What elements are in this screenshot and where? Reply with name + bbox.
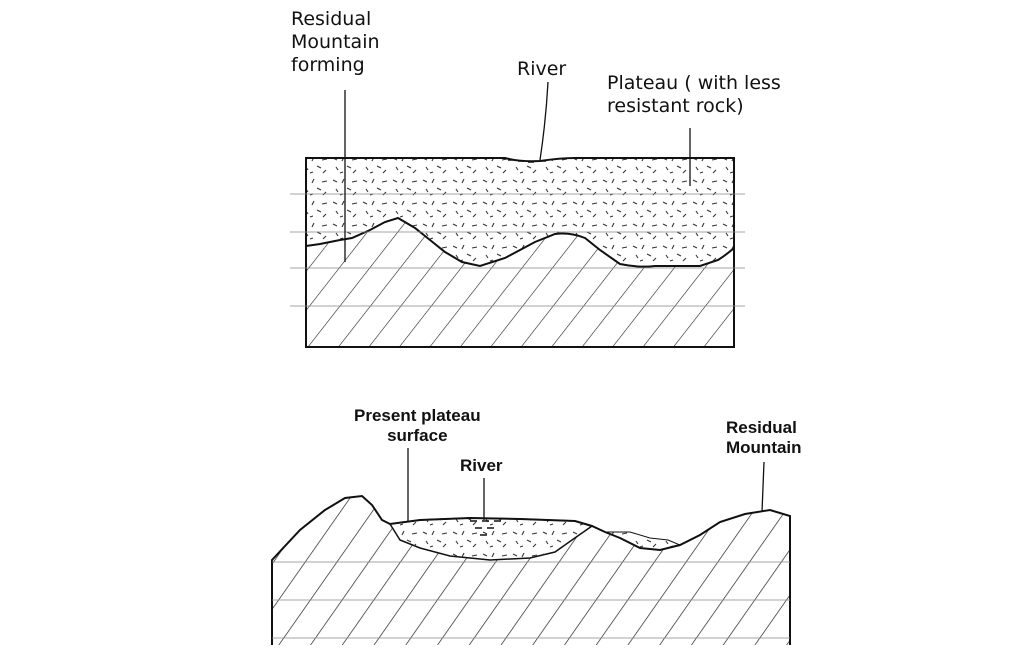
resistant-rock-layer bbox=[306, 218, 734, 347]
plateau-layer bbox=[306, 158, 734, 267]
bottom-rock-mass bbox=[272, 496, 790, 645]
bottom-outline bbox=[271, 494, 791, 645]
label-line: surface bbox=[387, 426, 448, 446]
leader-river-top bbox=[539, 81, 549, 161]
label-line: Residual bbox=[726, 418, 797, 437]
label-line: Residual bbox=[291, 8, 372, 30]
label-line: Mountain bbox=[291, 30, 380, 53]
label-residual-mountain: Residual Mountain bbox=[726, 418, 802, 459]
bottom-guide-lines bbox=[272, 561, 790, 639]
label-river-bottom: River bbox=[460, 456, 503, 475]
label-line: forming bbox=[291, 53, 365, 76]
rock-boundary-line bbox=[305, 216, 735, 268]
leader-residual-mountain bbox=[761, 461, 765, 513]
label-line: Plateau ( with less bbox=[607, 72, 781, 94]
label-river-top: River bbox=[517, 58, 567, 80]
bottom-cross-section bbox=[271, 448, 791, 645]
label-residual-mountain-forming: Residual Mountain forming bbox=[291, 8, 380, 76]
top-cross-section bbox=[290, 81, 745, 348]
label-present-plateau-surface: Present plateau surface bbox=[354, 406, 481, 447]
bottom-river-mark bbox=[470, 520, 501, 536]
valley-deposit-speckle bbox=[390, 518, 592, 560]
label-line: Present plateau bbox=[354, 406, 481, 425]
label-line: resistant rock) bbox=[607, 94, 744, 117]
guide-lines bbox=[290, 193, 745, 307]
label-line: Mountain bbox=[726, 438, 802, 458]
top-river-mark bbox=[508, 159, 546, 163]
label-plateau: Plateau ( with less resistant rock) bbox=[607, 72, 781, 118]
